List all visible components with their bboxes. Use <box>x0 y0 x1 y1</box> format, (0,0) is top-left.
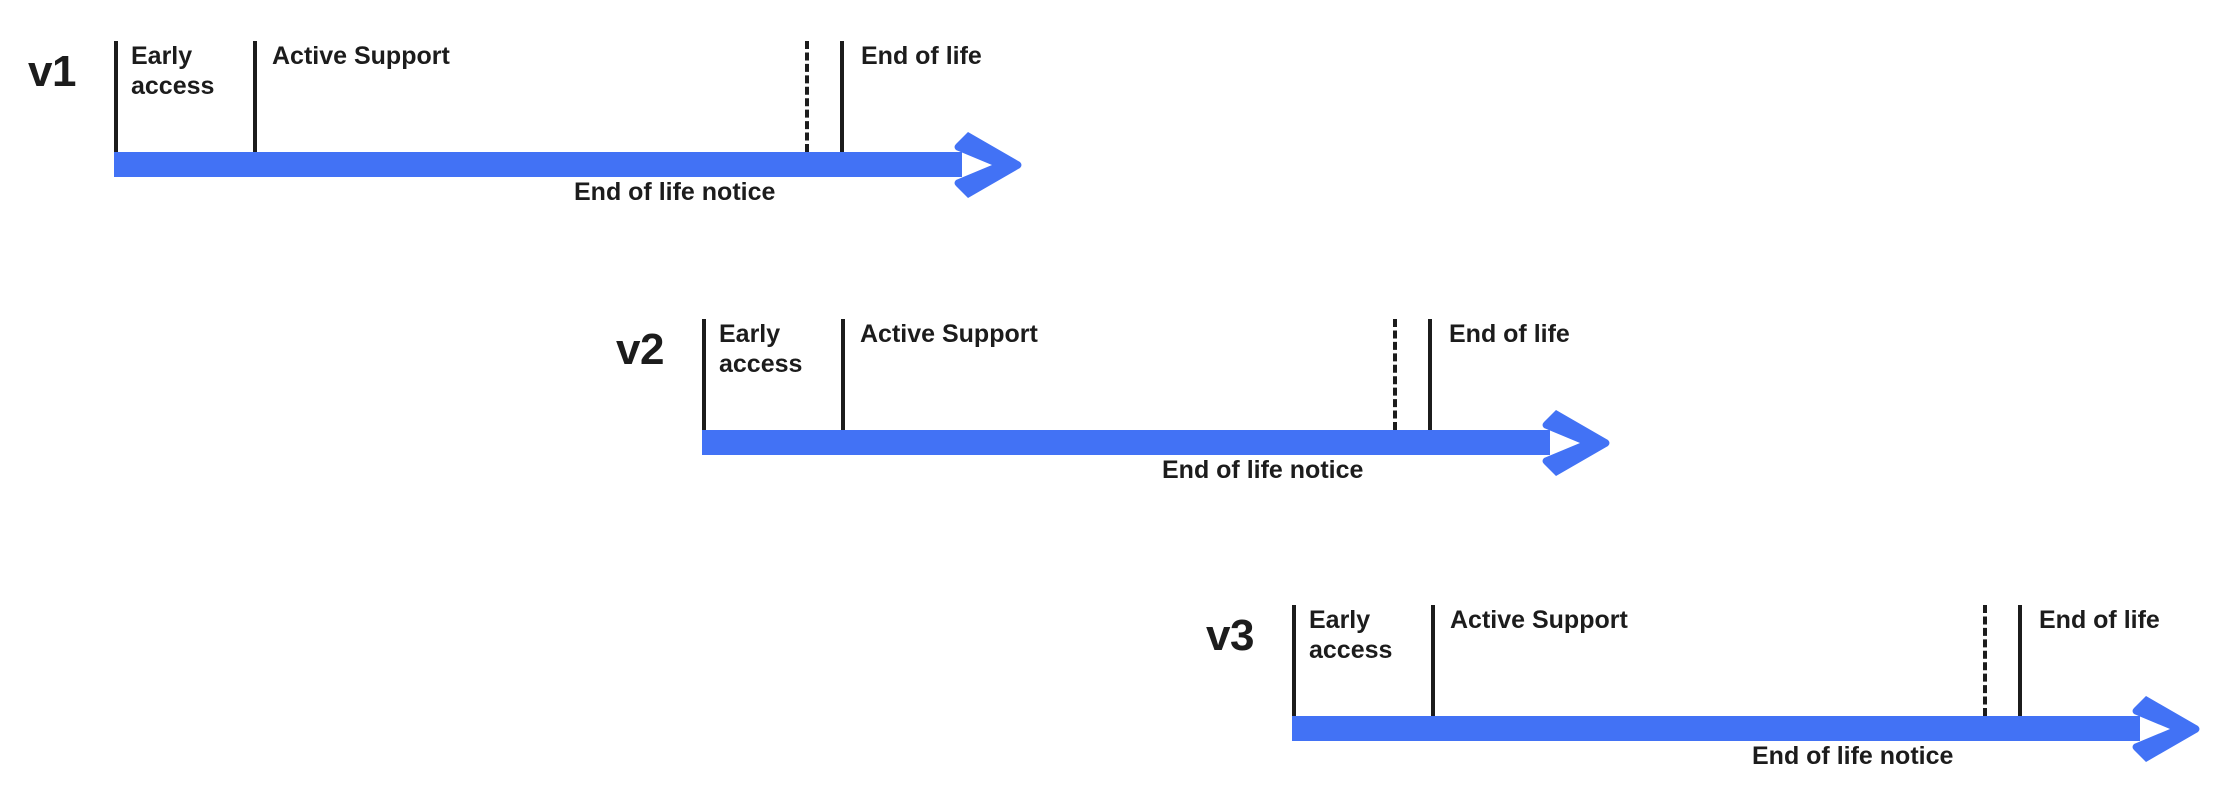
tick-end-of-life-notice-v3 <box>1983 605 1987 716</box>
phase-label-early-access-v3: Early access <box>1309 606 1393 664</box>
tick-active-support-start-v3 <box>1431 605 1435 716</box>
tick-end-of-life-start-v2 <box>1428 319 1432 430</box>
tick-end-of-life-notice-v1 <box>805 41 809 152</box>
phase-label-active-support-v2: Active Support <box>860 320 1038 348</box>
tick-end-of-life-notice-v2 <box>1393 319 1397 430</box>
version-label-v3: v3 <box>1206 611 1254 660</box>
arrow-head-icon-v2 <box>1542 410 1610 476</box>
tick-early-access-start-v1 <box>114 41 118 152</box>
phase-label-end-of-life-v2: End of life <box>1449 320 1570 348</box>
phase-label-active-support-v1: Active Support <box>272 42 450 70</box>
timeline-v3: v3 Early access Active Support End of li… <box>0 564 2228 784</box>
tick-early-access-start-v3 <box>1292 605 1296 716</box>
lifecycle-bar-v1 <box>114 152 962 177</box>
tick-active-support-start-v2 <box>841 319 845 430</box>
lifecycle-bar-v3 <box>1292 716 2140 741</box>
version-label-v2: v2 <box>616 325 664 374</box>
timeline-v2: v2 Early access Active Support End of li… <box>0 278 1700 498</box>
notice-label-v2: End of life notice <box>1162 456 1364 484</box>
version-label-v1: v1 <box>28 47 76 96</box>
arrow-head-icon-v3 <box>2132 696 2200 762</box>
tick-end-of-life-start-v3 <box>2018 605 2022 716</box>
arrow-head-icon-v1 <box>954 132 1022 198</box>
tick-early-access-start-v2 <box>702 319 706 430</box>
phase-label-early-access-v2: Early access <box>719 320 803 378</box>
lifecycle-bar-v2 <box>702 430 1550 455</box>
phase-label-early-access-v1: Early access <box>131 42 215 100</box>
timeline-v1: v1 Early access Active Support End of li… <box>0 0 1100 220</box>
notice-label-v1: End of life notice <box>574 178 776 206</box>
tick-end-of-life-start-v1 <box>840 41 844 152</box>
notice-label-v3: End of life notice <box>1752 742 1954 770</box>
phase-label-end-of-life-v1: End of life <box>861 42 982 70</box>
phase-label-end-of-life-v3: End of life <box>2039 606 2160 634</box>
tick-active-support-start-v1 <box>253 41 257 152</box>
phase-label-active-support-v3: Active Support <box>1450 606 1628 634</box>
